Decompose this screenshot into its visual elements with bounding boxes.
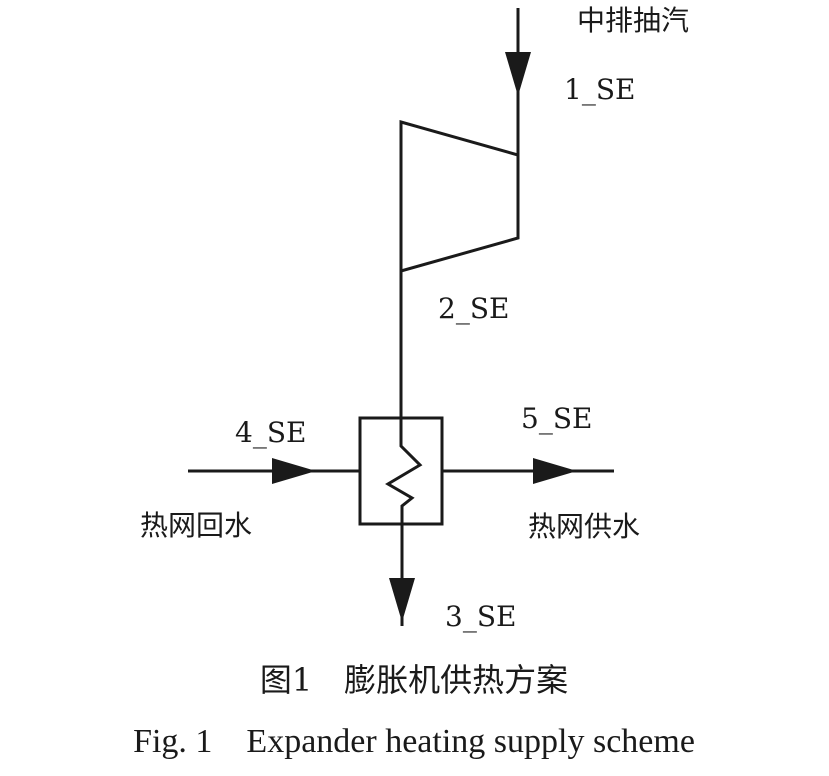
inlet-arrow-icon bbox=[505, 52, 531, 96]
supply-arrow-icon bbox=[533, 458, 577, 484]
stream-3-label: 3_SE bbox=[445, 600, 516, 633]
stream-5-pipe bbox=[442, 458, 614, 484]
stream-1-label: 1_SE bbox=[564, 73, 635, 106]
caption-zh: 图1 膨胀机供热方案 bbox=[260, 661, 568, 699]
caption-en: Fig. 1 Expander heating supply scheme bbox=[133, 723, 695, 760]
drain-arrow-icon bbox=[389, 578, 415, 622]
stream-3-pipe bbox=[389, 524, 415, 626]
stream-2-label: 2_SE bbox=[438, 292, 509, 325]
stream-1-pipe bbox=[505, 8, 531, 158]
extraction-steam-label: 中排抽汽 bbox=[577, 4, 689, 37]
return-water-label: 热网回水 bbox=[140, 509, 252, 542]
supply-water-label: 热网供水 bbox=[528, 510, 640, 543]
stream-5-label: 5_SE bbox=[521, 402, 592, 435]
stream-4-pipe bbox=[188, 458, 360, 484]
expander-icon bbox=[399, 120, 520, 273]
return-arrow-icon bbox=[272, 458, 316, 484]
heat-exchanger-coil-icon bbox=[385, 418, 423, 524]
stream-4-label: 4_SE bbox=[235, 416, 306, 449]
